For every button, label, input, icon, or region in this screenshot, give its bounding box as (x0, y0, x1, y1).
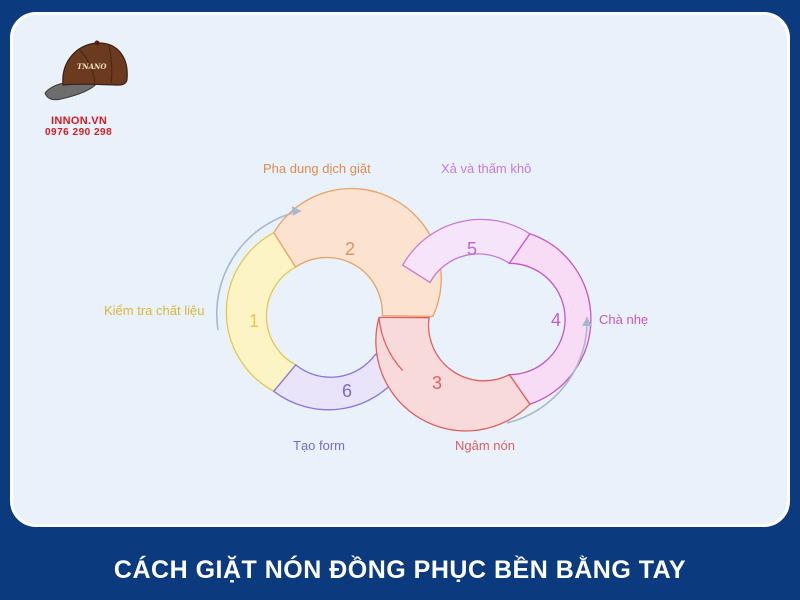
footer-title: CÁCH GIẶT NÓN ĐỒNG PHỤC BỀN BẰNG TAY (113, 555, 687, 584)
step-number-6: 6 (342, 381, 352, 401)
brand-name: INNON.VN (51, 115, 108, 127)
segment-3 (375, 316, 531, 432)
step-number-2: 2 (345, 239, 355, 259)
brand-phone: 0976 290 298 (45, 127, 113, 138)
segment-2 (273, 187, 442, 318)
infinity-cycle-diagram: 1 2 3 4 5 6 Kiểm tra chất liệu Pha dung … (104, 161, 648, 453)
step-label-1: Kiểm tra chất liệu (104, 303, 204, 318)
arrow-left-head-icon (292, 206, 301, 216)
segment-1 (225, 231, 297, 393)
step-number-4: 4 (551, 310, 561, 330)
footer-banner: CÁCH GIẶT NÓN ĐỒNG PHỤC BỀN BẰNG TAY (0, 540, 800, 600)
arrow-right-icon (506, 316, 588, 424)
step-label-2: Pha dung dịch giặt (263, 161, 371, 176)
diagram-card: TNANO INNON.VN 0976 290 298 1 2 3 4 5 6 … (10, 12, 790, 527)
step-label-6: Tạo form (293, 438, 345, 453)
segment-5 (401, 218, 531, 284)
step-label-3: Ngâm nón (455, 438, 515, 453)
cap-logo-icon: TNANO (44, 40, 128, 101)
step-number-1: 1 (249, 311, 259, 331)
innon-logo: TNANO INNON.VN 0976 290 298 (39, 35, 139, 138)
step-number-5: 5 (467, 239, 477, 259)
step-number-3: 3 (432, 373, 442, 393)
step-label-5: Xả và thấm khô (441, 161, 531, 176)
step-label-4: Chà nhẹ (599, 312, 648, 327)
arrow-left-icon (215, 210, 302, 331)
segment-6-inner (378, 317, 404, 372)
arrow-right-head-icon (582, 317, 592, 326)
svg-text:TNANO: TNANO (77, 62, 107, 71)
